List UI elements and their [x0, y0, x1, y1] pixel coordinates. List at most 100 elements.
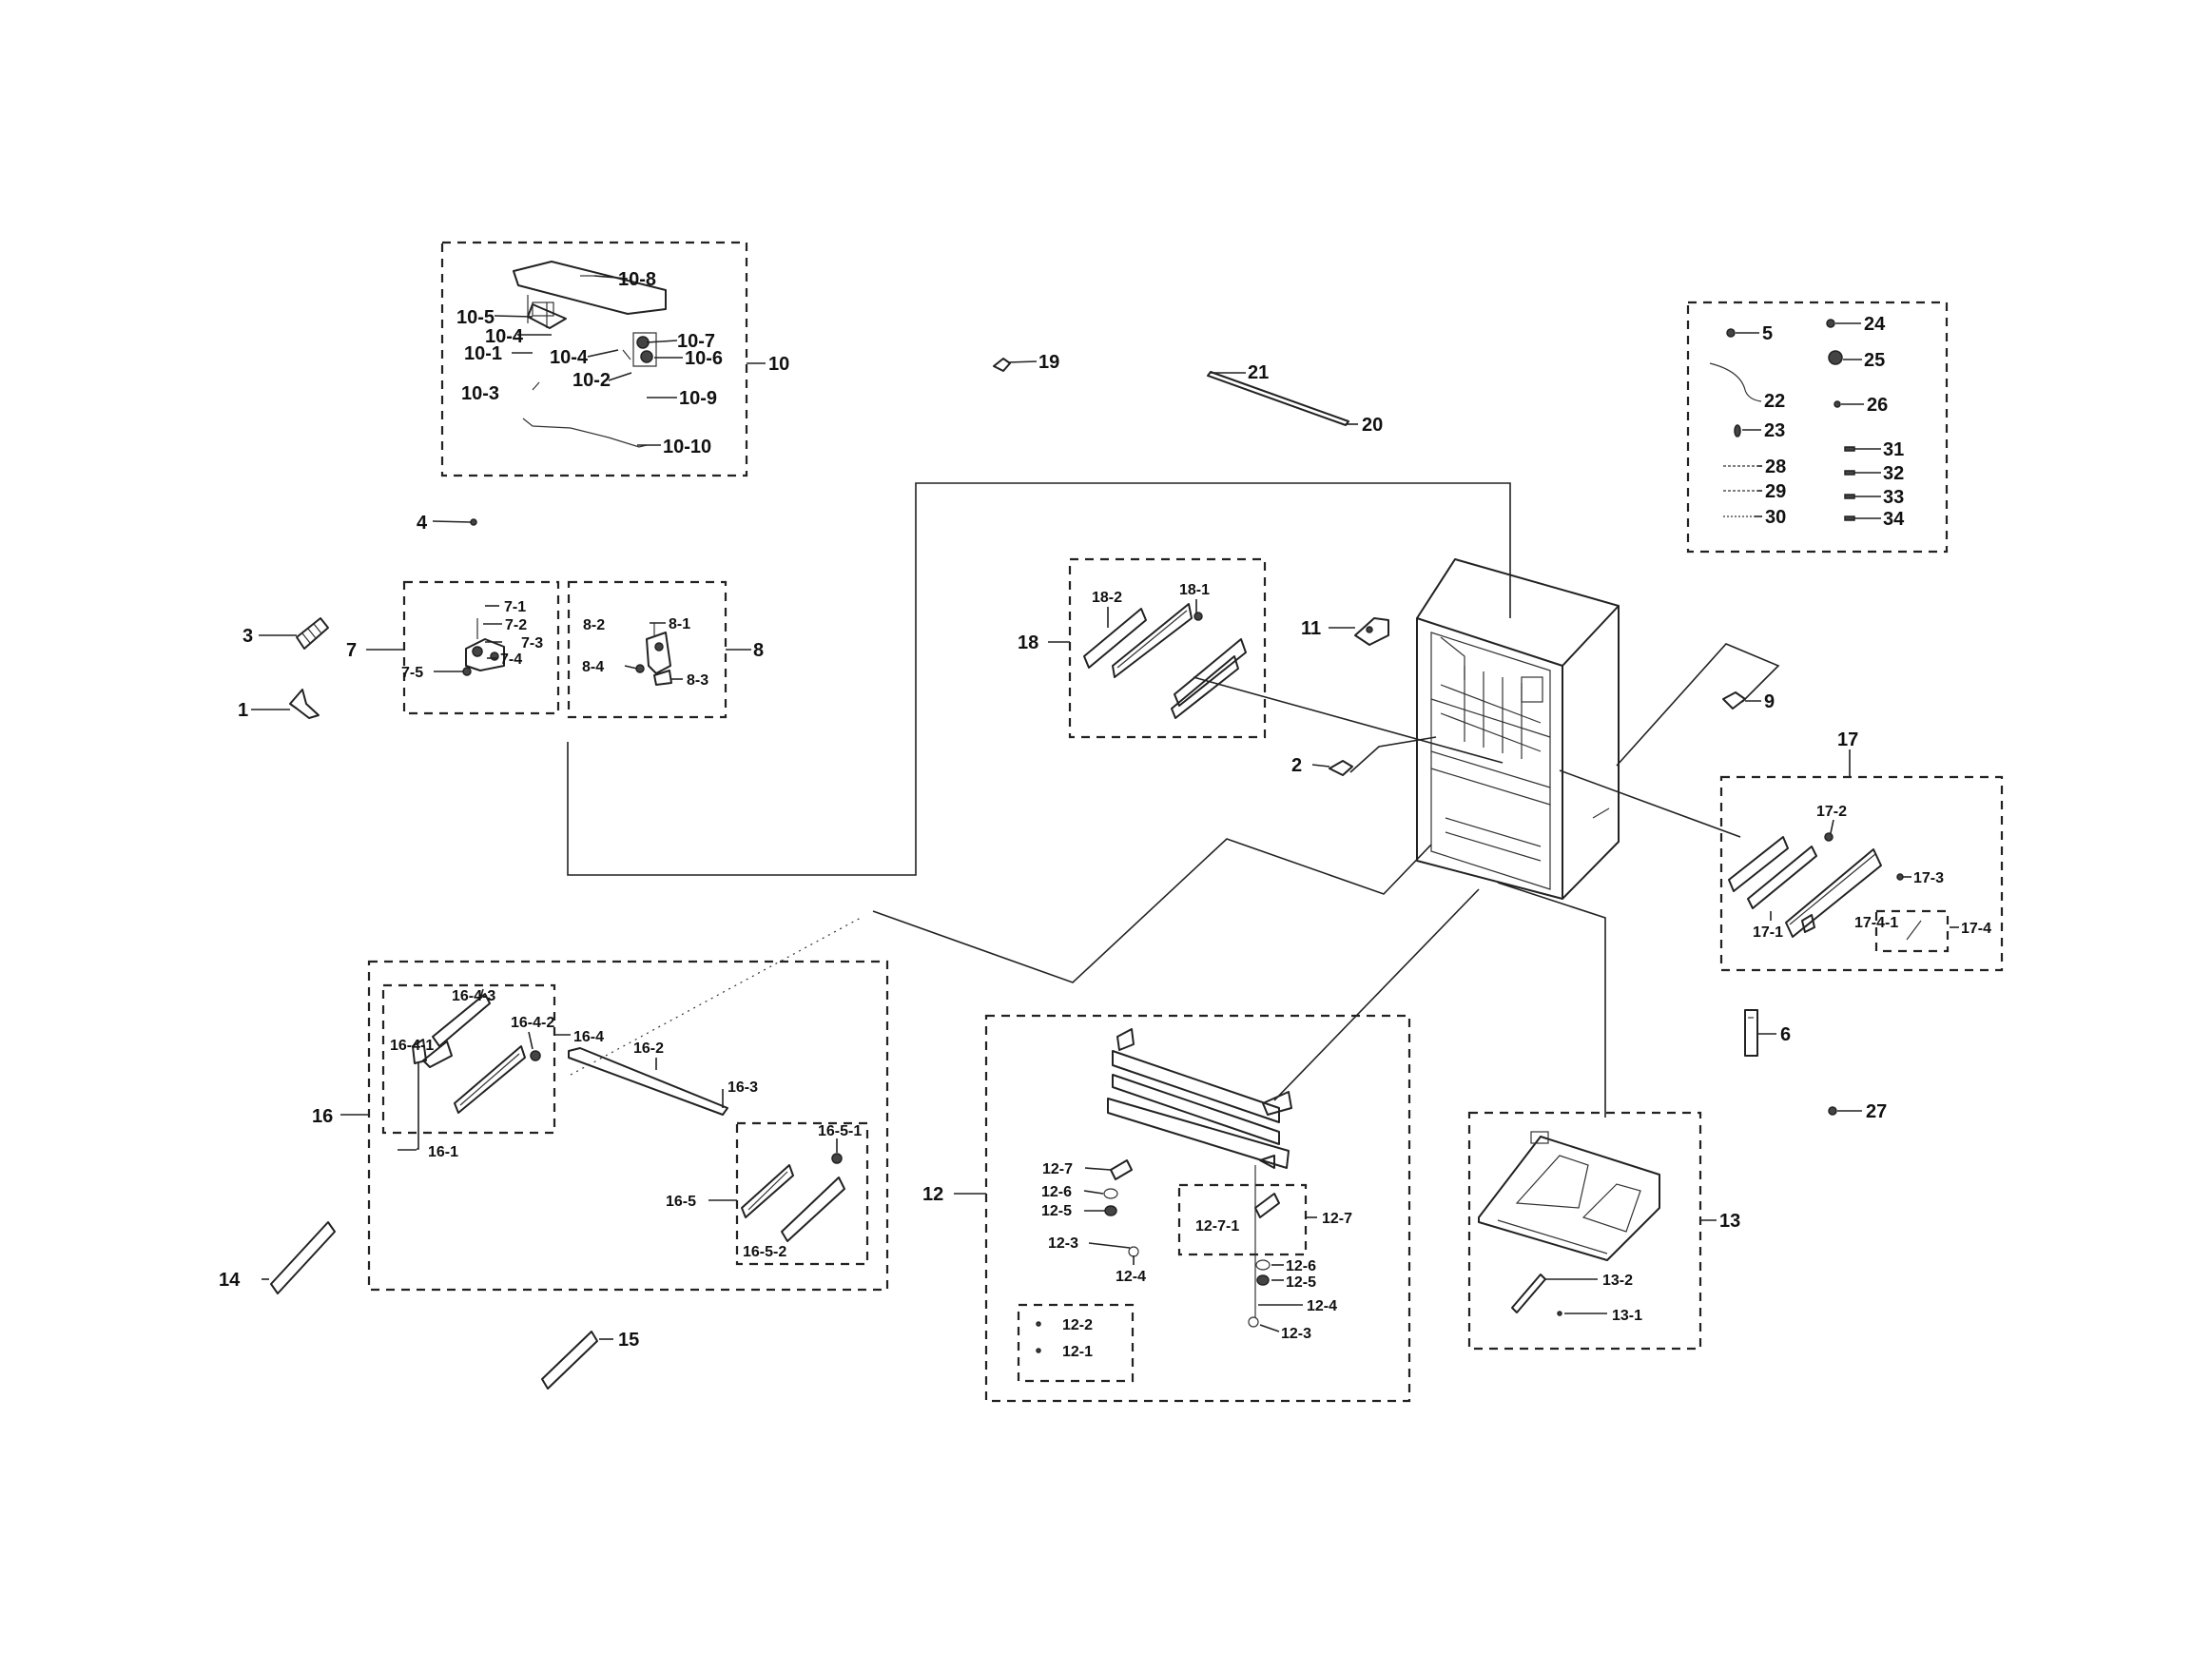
connector-2-to-cabinet: [1349, 736, 1437, 773]
part-12-5b-nut: [1256, 1274, 1270, 1286]
part-26-screw: [1834, 400, 1841, 408]
part-10-3-pin: [532, 381, 540, 391]
label-1: 1: [238, 700, 248, 721]
label-2: 2: [1291, 755, 1302, 776]
label-16: 16: [312, 1106, 333, 1127]
label-32: 32: [1883, 463, 1904, 484]
label-12-7b: 12-7: [1322, 1211, 1352, 1227]
label-34: 34: [1883, 509, 1905, 530]
label-13-1: 13-1: [1612, 1308, 1642, 1324]
label-13: 13: [1719, 1211, 1740, 1232]
label-10-4b: 10-4: [550, 347, 589, 368]
part-31-screw: [1844, 446, 1855, 452]
label-12-4a: 12-4: [1116, 1269, 1146, 1285]
label-12-1: 12-1: [1062, 1344, 1093, 1360]
label-18: 18: [1018, 632, 1038, 653]
part-19-clip: [993, 358, 1011, 372]
group-box-hardware: [1686, 301, 1949, 554]
part-17-4-1-pin: [1906, 920, 1922, 941]
label-8-1: 8-1: [669, 616, 690, 632]
label-16-5: 16-5: [666, 1194, 696, 1210]
label-18-2: 18-2: [1092, 590, 1122, 606]
label-12-5a: 12-5: [1041, 1203, 1072, 1219]
label-14: 14: [219, 1270, 241, 1291]
part-12-6b-washer: [1255, 1259, 1271, 1271]
label-28: 28: [1765, 457, 1786, 477]
part-22-wire: [1709, 362, 1762, 402]
label-7: 7: [346, 640, 357, 661]
label-31: 31: [1883, 439, 1904, 460]
label-16-4-3: 16-4-3: [452, 988, 495, 1004]
connector-cabinet-top: [567, 482, 1511, 876]
part-4-screw: [470, 518, 477, 526]
label-8: 8: [753, 640, 764, 661]
connector-9-to-cabinet: [1616, 643, 1780, 767]
label-12-4b: 12-4: [1307, 1298, 1337, 1314]
label-7-4: 7-4: [500, 651, 522, 668]
label-6: 6: [1780, 1024, 1791, 1045]
label-16-4-2: 16-4-2: [511, 1015, 554, 1031]
group-box-16: [367, 960, 889, 1292]
label-23: 23: [1764, 420, 1785, 441]
label-7-5: 7-5: [401, 665, 423, 681]
label-17-2: 17-2: [1816, 804, 1847, 820]
group-box-12: [984, 1014, 1411, 1403]
label-8-4: 8-4: [582, 659, 604, 675]
label-12-7a: 12-7: [1042, 1161, 1073, 1177]
label-9: 9: [1764, 691, 1775, 712]
label-10-7: 10-7: [677, 331, 715, 352]
part-1-bracket: [289, 689, 320, 719]
group-box-16-5: [735, 1121, 869, 1266]
part-12-6-washer: [1103, 1188, 1118, 1199]
part-34-screw: [1844, 515, 1855, 521]
part-3-cylinder: [296, 617, 329, 650]
part-7-hinge: [465, 618, 505, 671]
label-30: 30: [1765, 507, 1786, 528]
part-25-nut: [1828, 350, 1843, 365]
connector-17-to-cabinet: [1559, 769, 1741, 838]
group-box-17: [1719, 775, 2004, 972]
label-4: 4: [417, 513, 428, 534]
part-10-4-screw: [622, 349, 631, 360]
label-10-5: 10-5: [456, 307, 495, 328]
label-10: 10: [768, 354, 789, 375]
label-20: 20: [1362, 415, 1383, 436]
part-12-3b-foot: [1248, 1316, 1259, 1328]
connector-12-to-cabinet: [1273, 888, 1480, 1101]
part-13-1-screw: [1557, 1311, 1562, 1316]
part-2-bracket: [1329, 760, 1353, 776]
label-10-9: 10-9: [679, 388, 717, 409]
part-10-bracket: [513, 261, 667, 328]
label-11: 11: [1301, 618, 1321, 639]
part-15-rail: [541, 1331, 598, 1390]
label-13-2: 13-2: [1602, 1273, 1633, 1289]
part-32-screw: [1844, 470, 1855, 476]
group-box-16-4: [381, 983, 556, 1135]
group-box-17-4: [1874, 909, 1950, 953]
connector-13-to-cabinet: [1497, 882, 1606, 1118]
label-15: 15: [618, 1330, 639, 1351]
label-10-2: 10-2: [572, 370, 611, 391]
label-12-6b: 12-6: [1286, 1258, 1316, 1274]
part-23-screw: [1734, 424, 1741, 438]
label-12: 12: [922, 1184, 943, 1205]
leader-lines: [251, 275, 1959, 1340]
part-27-screw: [1828, 1106, 1837, 1116]
part-10-5-bracket: [527, 303, 567, 329]
part-12-1-screw: [1036, 1348, 1041, 1353]
label-12-3b: 12-3: [1281, 1326, 1311, 1342]
label-26: 26: [1867, 395, 1888, 416]
label-17-4: 17-4: [1961, 921, 1991, 937]
part-16-4-rail: [412, 993, 541, 1114]
label-33: 33: [1883, 487, 1904, 508]
label-10-3: 10-3: [461, 383, 499, 404]
label-25: 25: [1864, 350, 1885, 371]
label-19: 19: [1038, 352, 1059, 373]
label-12-3a: 12-3: [1048, 1235, 1078, 1252]
label-12-7-1: 12-7-1: [1195, 1218, 1239, 1235]
part-16-2-rod: [568, 1047, 728, 1116]
label-12-6a: 12-6: [1041, 1184, 1072, 1200]
label-16-1: 16-1: [428, 1144, 458, 1160]
label-17-4-1: 17-4-1: [1854, 915, 1898, 931]
